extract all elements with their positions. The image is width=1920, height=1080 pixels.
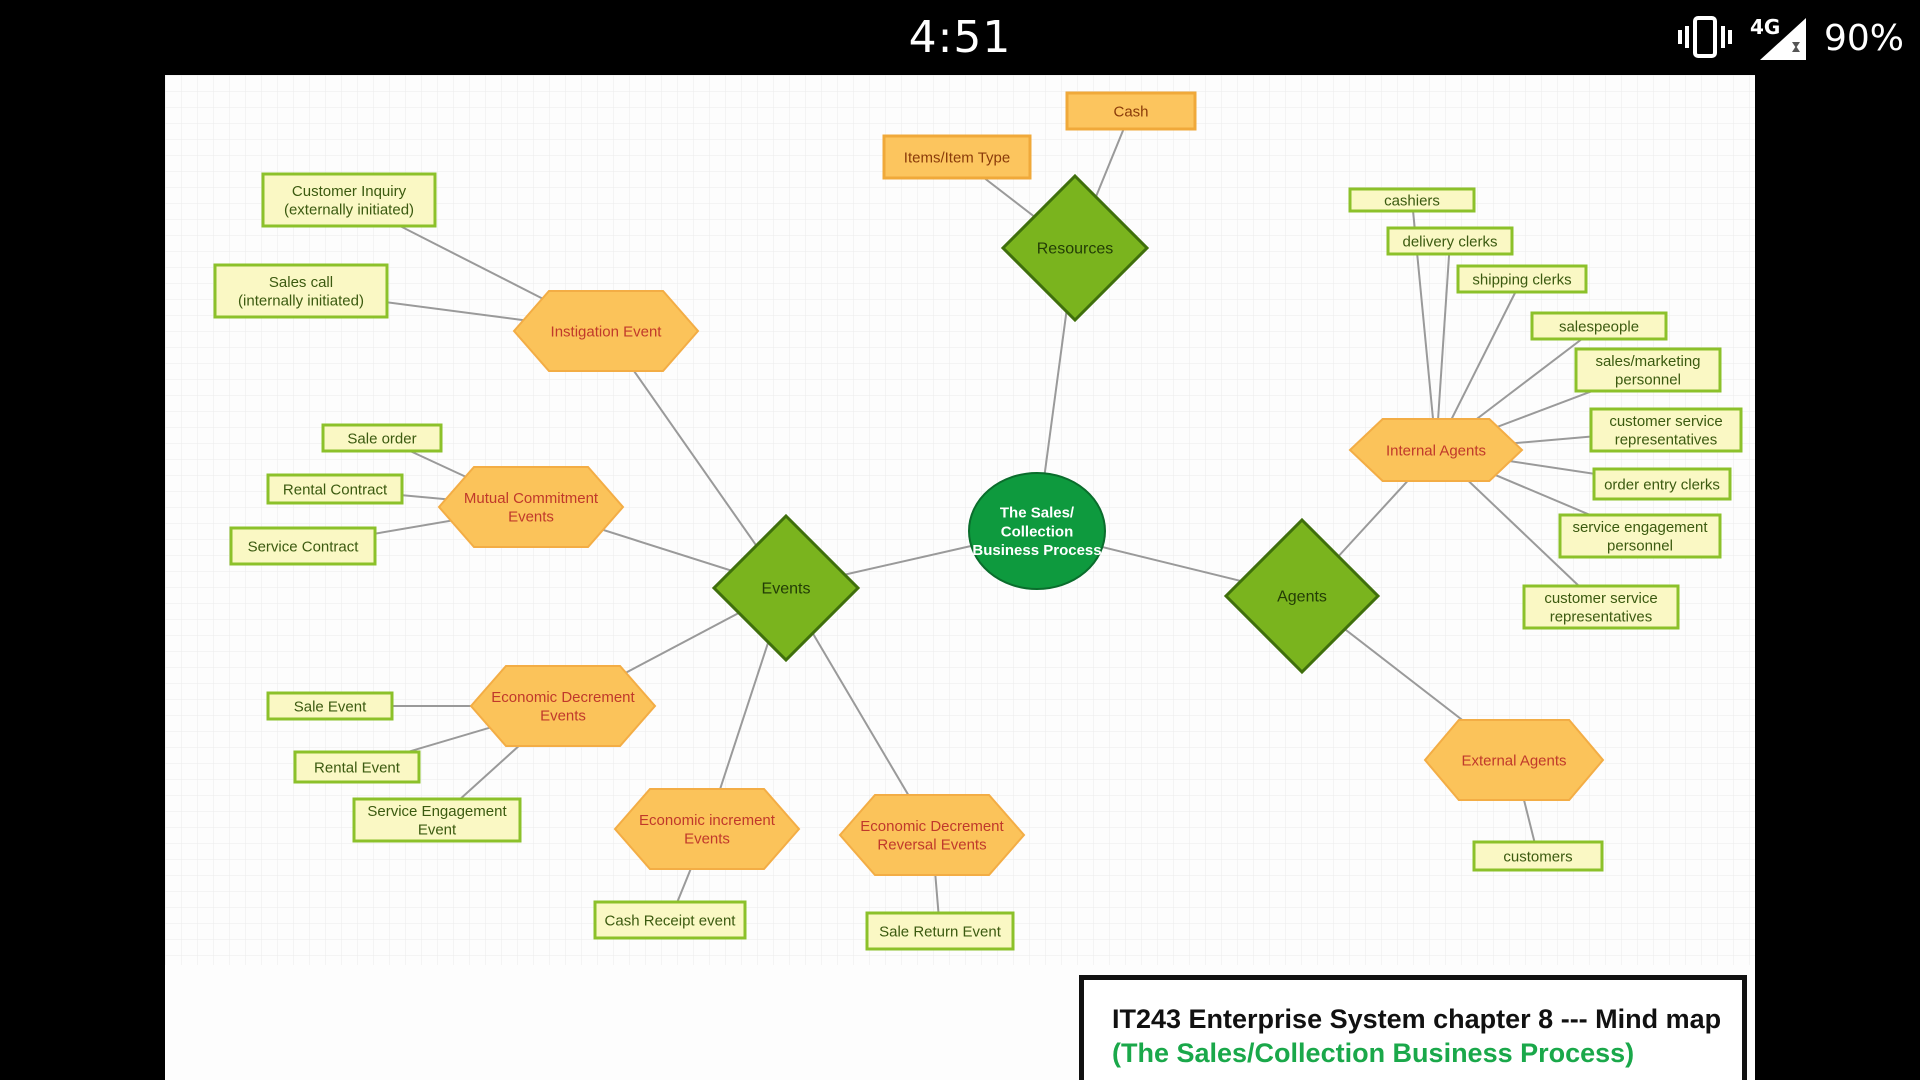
instigation-item-box-label: Sales call(internally initiated): [238, 274, 364, 310]
reversal-item-box: Sale Return Event: [865, 911, 1015, 951]
internal-agent-item-box: shipping clerks: [1456, 264, 1588, 294]
resources-node-label: Resources: [1037, 241, 1113, 258]
decrement-item-box-label: Sale Event: [294, 698, 367, 715]
internal-agents-hex-label: Internal Agents: [1386, 442, 1486, 459]
mutual-item-box: Service Contract: [229, 526, 377, 566]
external-agent-item-box-label: customers: [1503, 848, 1572, 865]
decrement-item-box: Rental Event: [293, 750, 421, 784]
instigation-item-box: Customer Inquiry(externally initiated): [261, 172, 437, 228]
decrement-item-box-label: Rental Event: [314, 759, 401, 776]
mutual-item-box-label: Sale order: [347, 430, 416, 447]
external-agents-hex: External Agents: [1423, 719, 1605, 801]
agents-node-label: Agents: [1277, 589, 1327, 606]
internal-agent-item-box-label: order entry clerks: [1604, 476, 1720, 493]
mutual-item-box-label: Service Contract: [248, 538, 360, 555]
caption-box: IT243 Enterprise System chapter 8 --- Mi…: [1079, 975, 1747, 1080]
caption-subtitle: (The Sales/Collection Business Process): [1112, 1038, 1635, 1068]
clock: 4:51: [908, 12, 1012, 63]
increment-item-box: Cash Receipt event: [593, 900, 747, 940]
increment-item-box-label: Cash Receipt event: [605, 912, 737, 929]
decrement-item-box: Sale Event: [266, 691, 394, 721]
internal-agent-item-box: salespeople: [1530, 311, 1668, 341]
caption-title: IT243 Enterprise System chapter 8 --- Mi…: [1112, 1004, 1722, 1034]
resource-item-type-box-label: Items/Item Type: [904, 149, 1010, 166]
mutual-item-box-label: Rental Contract: [283, 481, 388, 498]
internal-agent-item-box-label: cashiers: [1384, 192, 1440, 209]
edge-internal-item: [1435, 240, 1451, 451]
internal-agent-item-box-label: delivery clerks: [1402, 233, 1497, 250]
reversal-item-box-label: Sale Return Event: [879, 923, 1002, 940]
internal-agent-item-box: delivery clerks: [1386, 226, 1514, 256]
external-agents-hex-label: External Agents: [1461, 752, 1566, 769]
instigation-item-box-label: Customer Inquiry(externally initiated): [284, 183, 414, 219]
internal-agents-hex: Internal Agents: [1348, 418, 1524, 482]
instigation-event-hex: Instigation Event: [512, 290, 700, 372]
instigation-event-hex-label: Instigation Event: [551, 323, 663, 340]
vibrate-icon: [1678, 16, 1732, 58]
events-node: Events: [711, 513, 861, 663]
resource-item-type-box: Items/Item Type: [882, 134, 1032, 180]
internal-agent-item-box-label: shipping clerks: [1472, 271, 1571, 288]
instigation-item-box: Sales call(internally initiated): [213, 263, 389, 319]
internal-agent-item-box-label: salespeople: [1559, 318, 1639, 335]
status-bar: 4:51 4G 90%: [0, 0, 1920, 75]
resource-cash-box-label: Cash: [1113, 103, 1148, 120]
internal-agent-item-box: cashiers: [1348, 187, 1476, 213]
resource-cash-box: Cash: [1065, 91, 1197, 131]
network-type: 4G: [1750, 15, 1780, 39]
mutual-item-box: Sale order: [321, 423, 443, 453]
external-agent-item-box: customers: [1472, 840, 1604, 872]
resources-node: Resources: [1000, 173, 1150, 323]
events-node-label: Events: [762, 581, 811, 598]
agents-node: Agents: [1223, 517, 1381, 675]
mutual-item-box: Rental Contract: [266, 473, 404, 505]
internal-agent-item-box: order entry clerks: [1592, 467, 1732, 501]
battery-level: 90%: [1824, 18, 1905, 59]
cellular-signal-icon: 4G: [1750, 15, 1806, 60]
